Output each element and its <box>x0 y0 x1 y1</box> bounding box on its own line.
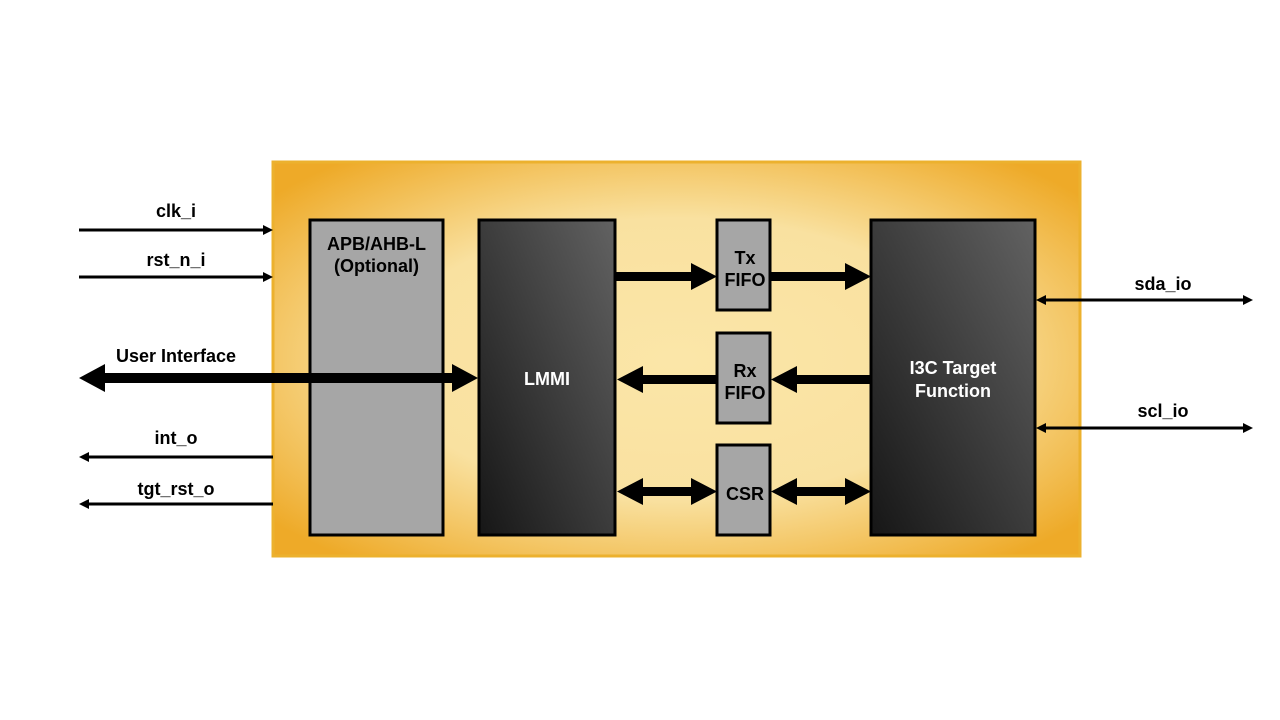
rst-n-i-label: rst_n_i <box>146 250 205 270</box>
user-interface-bus-arrow <box>79 364 478 392</box>
i3c-label-line2: Function <box>915 381 991 401</box>
rx-fifo-label-line2: FIFO <box>725 383 766 403</box>
scl-io-label: scl_io <box>1137 401 1188 421</box>
sda-io-label: sda_io <box>1134 274 1191 294</box>
tx-fifo-block <box>715 218 772 312</box>
i3c-label-line1: I3C Target <box>910 358 997 378</box>
i3c-to-rx-arrow <box>771 366 871 393</box>
tgt-rst-o-arrow <box>79 499 273 509</box>
csr-block <box>715 443 772 537</box>
tx-to-i3c-arrow <box>771 263 871 290</box>
sda-io-arrow <box>1036 295 1253 305</box>
lmmi-label: LMMI <box>524 369 570 389</box>
clk-i-arrow <box>79 225 273 235</box>
int-o-arrow <box>79 452 273 462</box>
rx-fifo-label-line1: Rx <box>733 361 756 381</box>
rx-to-lmmi-arrow <box>617 366 718 393</box>
scl-io-arrow <box>1036 423 1253 433</box>
rx-fifo-block <box>715 331 772 425</box>
rst-n-i-arrow <box>79 272 273 282</box>
tx-fifo-label-line1: Tx <box>734 248 755 268</box>
csr-i3c-arrow <box>771 478 871 505</box>
lmmi-to-tx-arrow <box>616 263 717 290</box>
apb-ahb-label-line2: (Optional) <box>334 256 419 276</box>
i3c-target-block <box>869 218 1037 537</box>
lmmi-csr-arrow <box>617 478 717 505</box>
apb-ahb-label-line1: APB/AHB-L <box>327 234 426 254</box>
tx-fifo-label-line2: FIFO <box>725 270 766 290</box>
user-interface-label: User Interface <box>116 346 236 366</box>
csr-label: CSR <box>726 484 764 504</box>
clk-i-label: clk_i <box>156 201 196 221</box>
int-o-label: int_o <box>155 428 198 448</box>
tgt-rst-o-label: tgt_rst_o <box>137 479 214 499</box>
lmmi-block <box>477 218 617 537</box>
